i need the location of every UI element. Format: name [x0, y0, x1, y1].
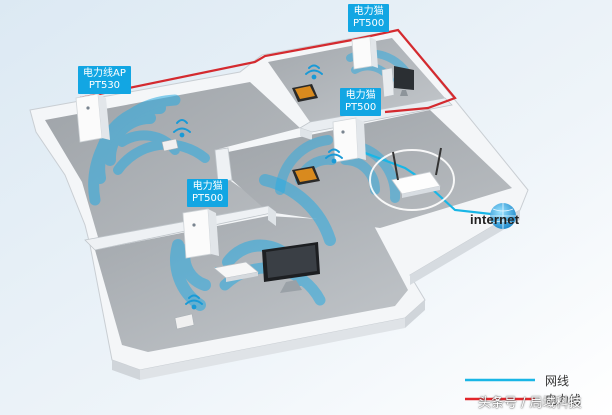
phone-left [161, 138, 179, 152]
label-powerline-cat-top: 电力猫 PT500 [348, 4, 390, 32]
tablet-middle [292, 166, 320, 185]
legend-label-power: 电力线 [545, 393, 582, 407]
wifi-icon-middle [325, 148, 343, 164]
wall-face-front [140, 318, 405, 380]
wall-face-corner [405, 300, 425, 328]
globe-icon [490, 203, 516, 229]
label-powerline-ap: 电力线AP PT530 [78, 66, 131, 94]
label-powerline-ap-model: PT530 [88, 80, 121, 91]
wall-face-left [112, 360, 140, 380]
label-powerline-cat-middle-model: PT500 [345, 102, 377, 113]
powerline-adapter-top [351, 36, 378, 70]
label-powerline-cat-middle: 电力猫 PT500 [340, 88, 382, 116]
floor-room-left [45, 82, 300, 244]
wifi-icon-left [173, 119, 191, 138]
desktop-computer [381, 66, 414, 98]
label-powerline-cat-middle-name: 电力猫 [345, 90, 376, 101]
powerline-ap-device [75, 93, 110, 143]
internet-label: internet [470, 212, 520, 227]
powerline-adapter-front [182, 208, 219, 259]
wall-face-right [410, 210, 520, 285]
wifi-icon-top [305, 64, 323, 80]
label-powerline-cat-front-name: 电力猫 [192, 181, 223, 192]
wireless-router [369, 147, 455, 211]
phone-front [174, 313, 195, 330]
label-powerline-cat-top-model: PT500 [353, 18, 385, 29]
wall-interior-5 [300, 128, 312, 140]
wall-interior-4 [268, 206, 276, 226]
tablet-top [292, 84, 318, 102]
wifi-icon-front [185, 294, 203, 310]
watermark: 头条号 / 局域科技 [478, 396, 582, 411]
set-top-box [213, 261, 259, 282]
television [262, 242, 320, 293]
power-line [79, 28, 457, 114]
label-powerline-cat-top-name: 电力猫 [353, 6, 384, 17]
legend-label-network: 网线 [545, 374, 570, 388]
label-powerline-ap-name: 电力线AP [83, 68, 126, 79]
label-powerline-cat-front-model: PT500 [192, 193, 224, 204]
wall-interior-2 [214, 147, 233, 183]
floor-room-top [268, 38, 445, 122]
label-powerline-cat-front: 电力猫 PT500 [187, 179, 229, 207]
